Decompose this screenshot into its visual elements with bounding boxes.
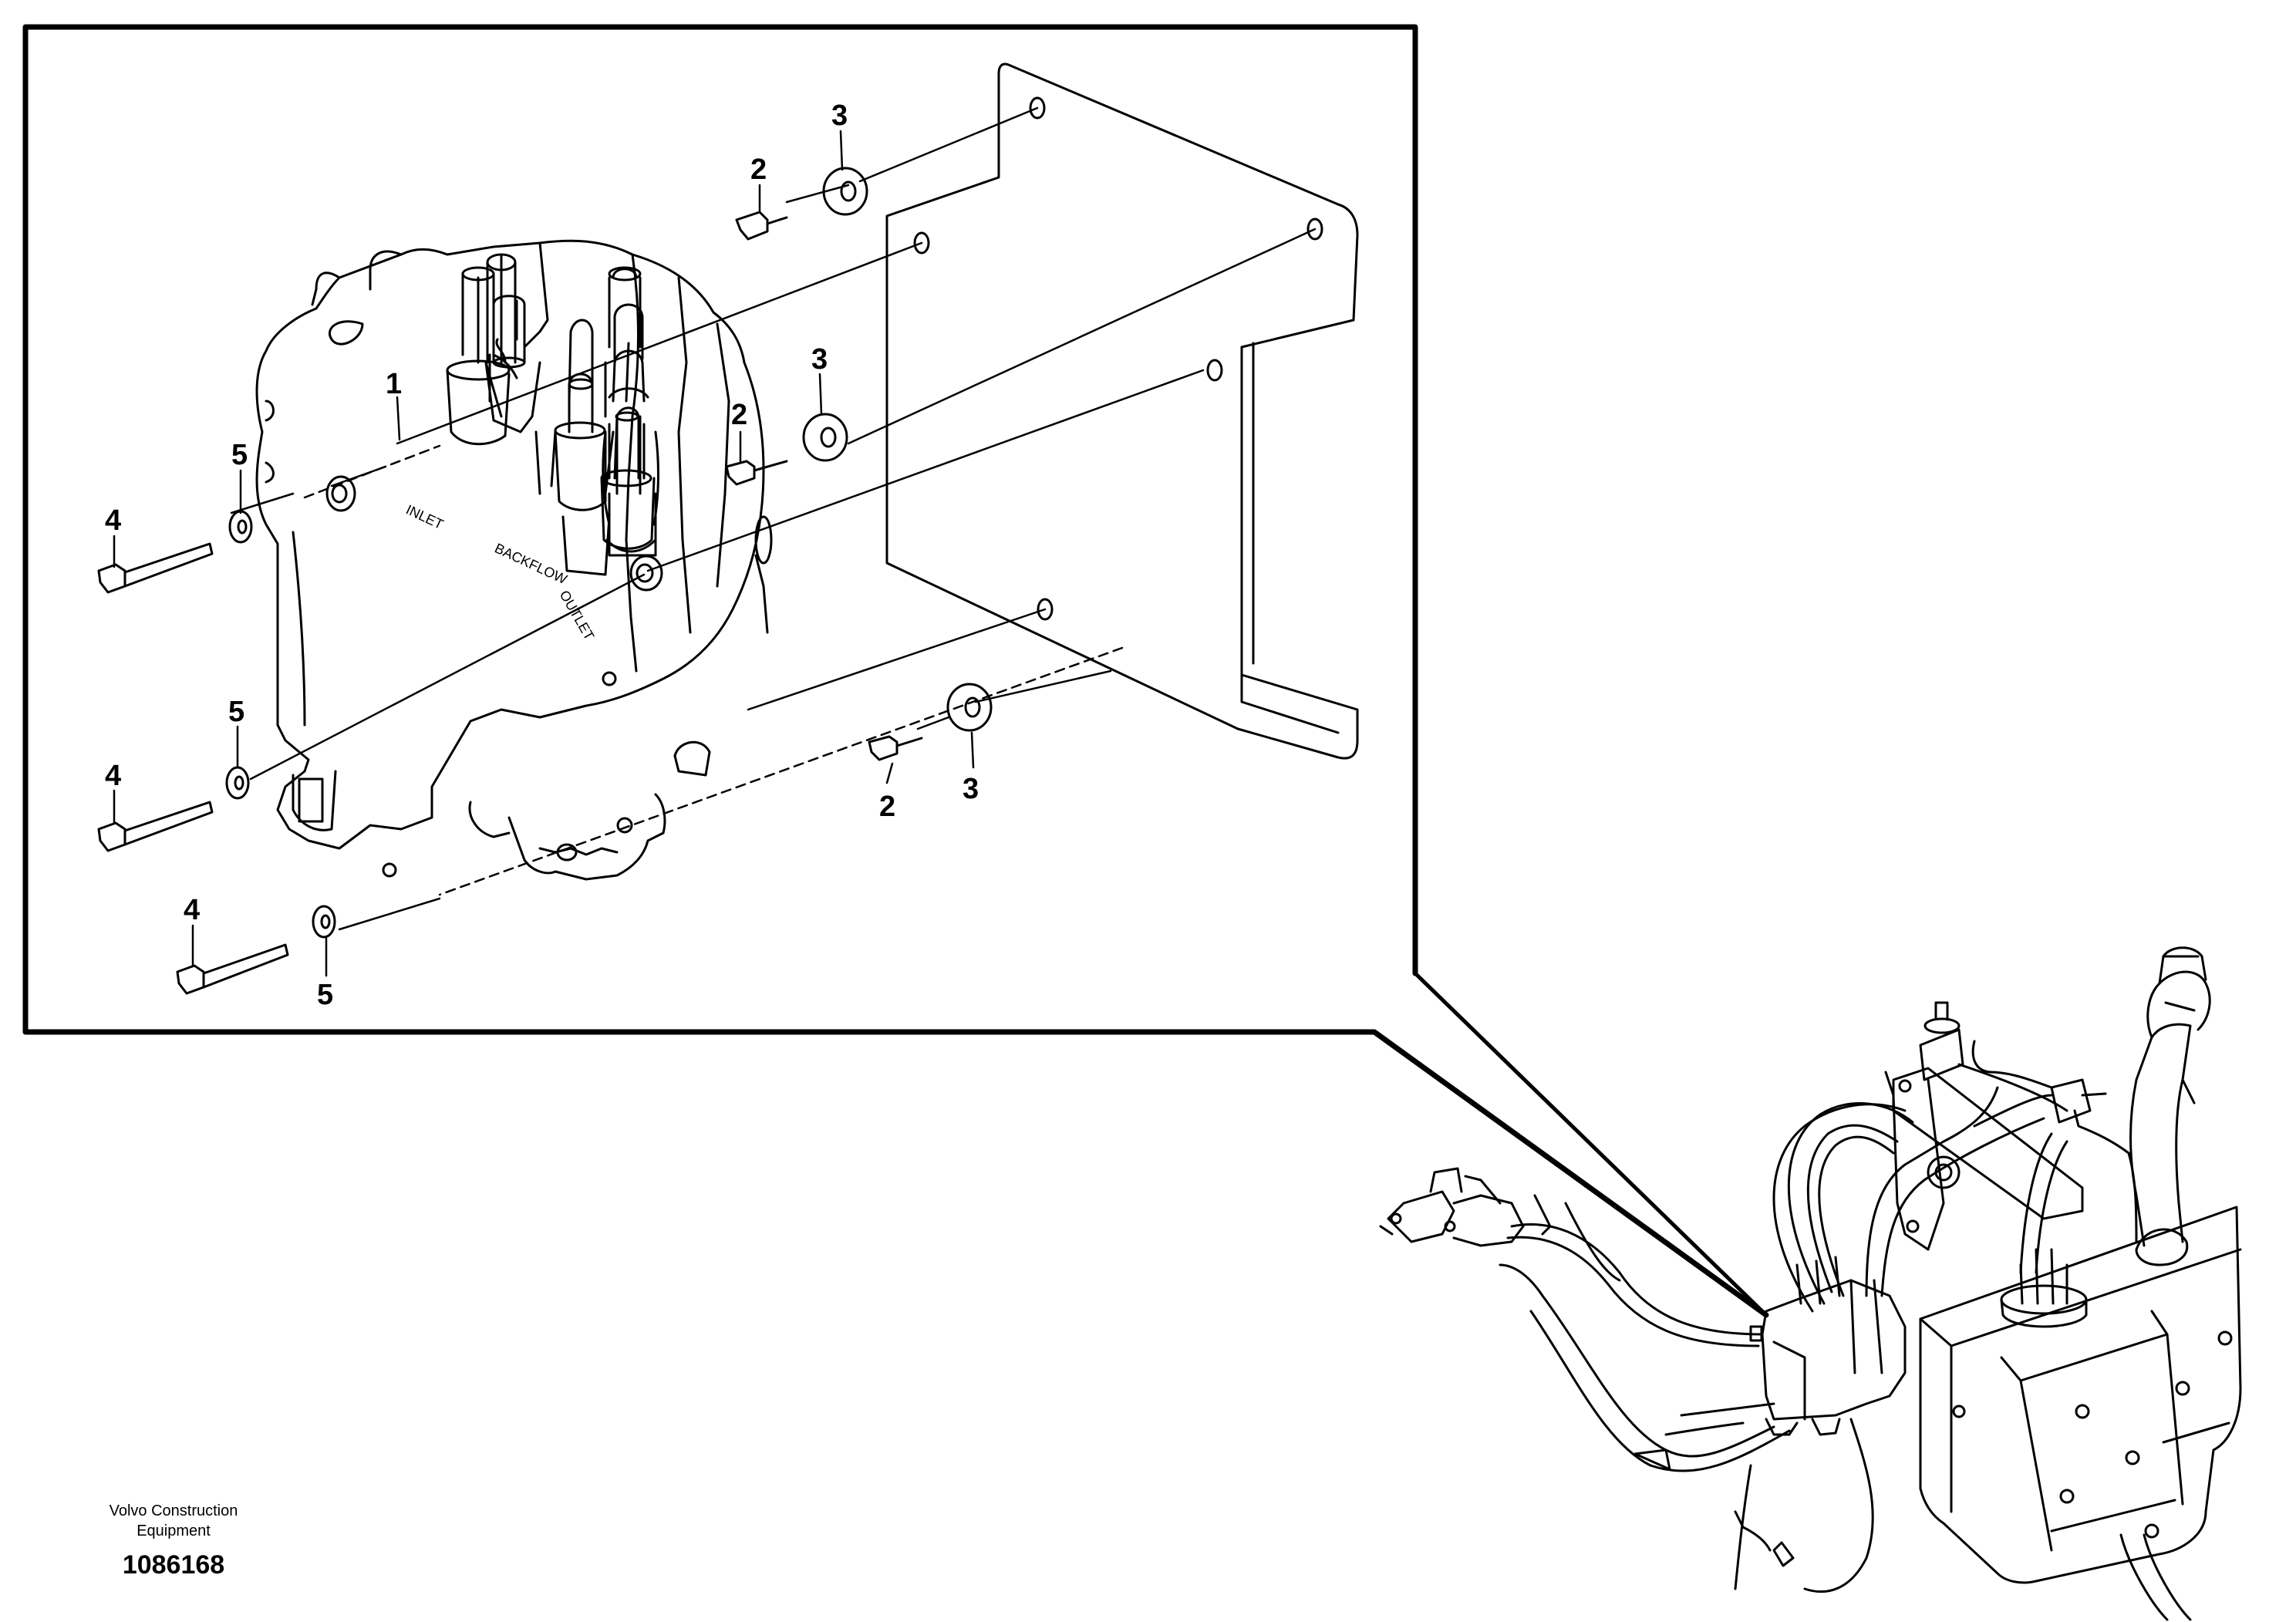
control-valve xyxy=(255,239,773,881)
washer-3-middle xyxy=(802,413,848,462)
washer-3-top xyxy=(822,167,868,216)
callout-3-top: 3 xyxy=(831,99,848,132)
document-number: 1086168 xyxy=(122,1550,225,1580)
callout-5-bottom: 5 xyxy=(317,979,333,1011)
bolt-4-middle xyxy=(97,801,214,852)
washer-5-top xyxy=(228,510,253,544)
outlet-marking: OUTLET xyxy=(557,588,598,643)
washer-5-middle xyxy=(225,766,250,800)
callout-3-bottom: 3 xyxy=(963,773,979,805)
callout-2-top: 2 xyxy=(750,153,767,186)
inlet-marking: INLET xyxy=(403,501,446,532)
detail-frame xyxy=(22,24,1769,1318)
mounting-bracket xyxy=(885,62,1359,760)
washer-3-bottom xyxy=(946,683,993,732)
valve-marking-text: INLET BACKFLOW OUTLET xyxy=(403,501,597,642)
overview-assembly xyxy=(1379,946,2242,1621)
callout-2-bottom: 2 xyxy=(879,791,895,823)
bolt-4-bottom xyxy=(176,943,289,995)
assembly-lines xyxy=(230,106,1317,931)
callout-5-top: 5 xyxy=(231,439,248,471)
callout-labels: 1 2 3 2 3 5 4 5 4 2 3 4 5 xyxy=(105,99,979,1011)
screw-2-top xyxy=(735,211,788,241)
callout-4-middle: 4 xyxy=(105,760,121,792)
callout-4-bottom: 4 xyxy=(184,894,200,926)
callout-5-middle: 5 xyxy=(228,696,244,728)
callout-leaders xyxy=(113,130,975,977)
callout-3-middle: 3 xyxy=(811,343,828,376)
callout-2-middle: 2 xyxy=(731,399,747,431)
backflow-marking: BACKFLOW xyxy=(492,540,569,587)
screw-2-bottom xyxy=(868,735,923,761)
manufacturer-label: Volvo Construction Equipment xyxy=(109,1502,238,1539)
hidden-lines xyxy=(303,444,1124,896)
bolt-4-top xyxy=(97,542,214,594)
screw-2-middle xyxy=(725,460,788,486)
callout-1: 1 xyxy=(386,368,402,400)
callout-4-top: 4 xyxy=(105,504,121,537)
detail-leader-line xyxy=(1413,971,1768,1317)
washer-5-bottom xyxy=(312,905,336,939)
